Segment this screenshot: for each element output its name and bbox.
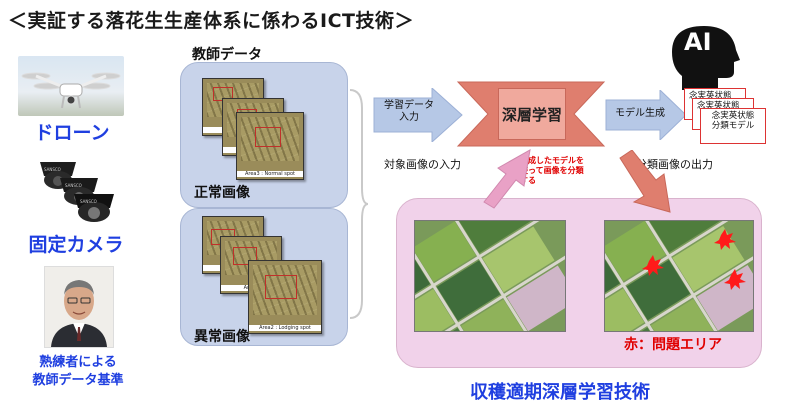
model-card-3: 念実英状態 分類モデル <box>700 108 766 144</box>
abnormal-thumb-3: Area2 : Lodging spot <box>248 260 322 334</box>
learning-input-label: 学習データ 入力 <box>384 100 434 124</box>
expert-label-line2: 教師データ基準 <box>20 372 136 390</box>
expert-photo <box>44 266 114 348</box>
target-input-label: 対象画像の入力 <box>384 156 461 172</box>
bracket-connector <box>348 88 368 320</box>
person-portrait-icon <box>45 267 113 347</box>
input-field-image <box>414 220 566 332</box>
footer-technology-label: 収穫適期深層学習技術 <box>470 378 650 404</box>
page-title: ＜実証する落花生生産体系に係わるICT技術＞ <box>8 6 414 33</box>
model-card-line1: 念実英状態 <box>705 111 761 121</box>
abnormal-thumb-caption-main: Area2 : Lodging spot <box>249 325 321 331</box>
teacher-data-heading: 教師データ <box>192 44 262 64</box>
learning-input-line1: 学習データ <box>384 100 434 112</box>
normal-thumb-caption-main: Area3 : Normal spot <box>237 171 303 177</box>
learning-input-line2: 入力 <box>384 112 434 124</box>
svg-text:SANSCO: SANSCO <box>44 167 61 172</box>
svg-text:SANSCO: SANSCO <box>80 199 97 204</box>
classified-field-image <box>604 220 754 332</box>
ai-label: AI <box>684 28 712 56</box>
drone-icon <box>18 56 124 116</box>
expert-label-line1: 熟練者による <box>20 354 136 372</box>
model-card-line2: 分類モデル <box>705 121 761 131</box>
model-generation-label: モデル生成 <box>612 108 668 120</box>
drone-image <box>18 56 124 116</box>
drone-label: ドローン <box>20 118 124 145</box>
normal-thumb-3: Area3 : Normal spot <box>236 112 304 180</box>
deep-learning-label: 深層学習 <box>502 104 562 125</box>
problem-area-label: 赤：問題エリア <box>624 334 722 354</box>
abnormal-images-label: 異常画像 <box>194 326 250 346</box>
camera-label: 固定カメラ <box>18 230 134 257</box>
svg-text:SANSCO: SANSCO <box>65 183 82 188</box>
deep-learning-box: 深層学習 <box>498 88 566 140</box>
dome-camera-icon: SANSCO SANSCO SANSCO <box>30 156 122 226</box>
normal-images-label: 正常画像 <box>194 182 250 202</box>
expert-label: 熟練者による 教師データ基準 <box>20 354 136 390</box>
target-input-arrow <box>478 140 538 210</box>
camera-image: SANSCO SANSCO SANSCO <box>30 156 122 226</box>
classified-output-arrow <box>614 150 676 216</box>
